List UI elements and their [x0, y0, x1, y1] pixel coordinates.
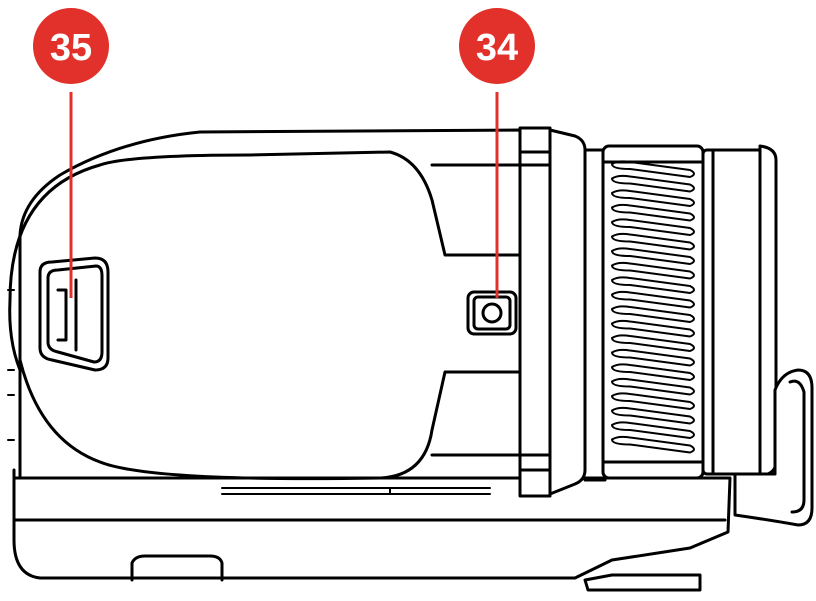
- callout-34-label: 34: [476, 27, 518, 69]
- knurl-slat: [611, 421, 695, 439]
- ring-holder: [548, 128, 607, 496]
- callout-34-badge: [459, 8, 535, 84]
- knurl-slat: [611, 305, 695, 323]
- knurl-slat: [611, 276, 695, 294]
- ring-knurling: [611, 160, 695, 454]
- knurl-slat: [611, 392, 695, 410]
- diopter-focus-ring: [601, 144, 705, 480]
- callout-35-badge: [33, 8, 109, 84]
- knurl-slat: [611, 203, 695, 222]
- top-cover: [7, 128, 522, 495]
- callout-35: 35: [33, 8, 109, 84]
- knurl-slat: [611, 189, 695, 207]
- knurl-slat: [611, 319, 695, 338]
- knurl-slat: [611, 247, 695, 265]
- knurl-slat: [611, 334, 695, 352]
- knurl-slat: [611, 160, 695, 178]
- knurl-slat: [611, 406, 695, 425]
- knurl-slat: [611, 290, 695, 309]
- knurl-slat: [611, 218, 695, 236]
- eyecup-cover-latch: [38, 256, 110, 372]
- knurl-slat: [611, 261, 695, 280]
- knurl-slat: [611, 174, 695, 193]
- tripod-mount-button: [466, 290, 518, 336]
- knurl-slat: [611, 435, 695, 454]
- knurl-slat: [611, 363, 695, 381]
- callout-34: 34: [459, 8, 535, 84]
- middle-panel: [518, 126, 552, 498]
- knurl-slat: [611, 377, 695, 396]
- rubber-eyecup: [733, 368, 814, 527]
- eyepiece: [701, 144, 778, 478]
- knurl-slat: [611, 232, 695, 251]
- knurl-slat: [611, 348, 695, 367]
- callout-35-label: 35: [50, 27, 92, 69]
